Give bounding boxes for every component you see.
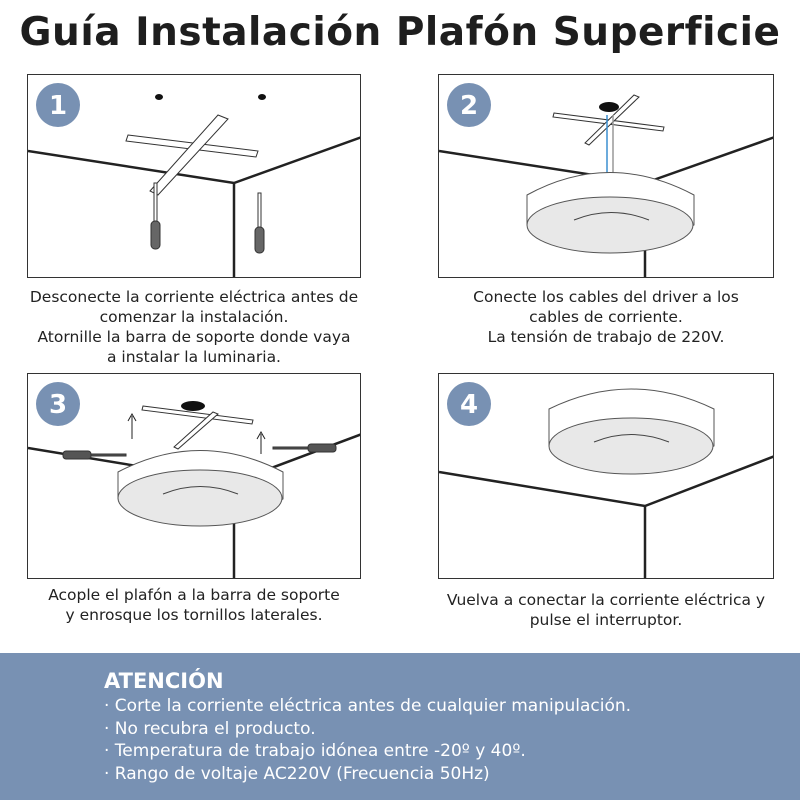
step-2-illustration: 2 (438, 74, 774, 278)
step-number: 1 (49, 91, 67, 121)
caption-line: Acople el plafón a la barra de soporte (48, 586, 340, 604)
caption-line: Desconecte la corriente eléctrica antes … (29, 288, 359, 306)
step-number-badge (36, 382, 80, 426)
room-corner (28, 136, 360, 277)
arrow-up-icon (127, 412, 266, 454)
step-4-caption: Vuelva a conectar la corriente eléctrica… (412, 590, 800, 630)
attention-heading: ATENCIÓN (104, 669, 224, 693)
attention-item: · No recubra el producto. (104, 718, 316, 739)
step-1-illustration: 1 (27, 74, 361, 278)
step-number-badge (36, 83, 80, 127)
attention-item: · Corte la corriente eléctrica antes de … (104, 696, 632, 716)
screwdriver-icon (150, 182, 265, 254)
caption-line: cables de corriente. (529, 308, 683, 326)
caption-line: y enrosque los tornillos laterales. (65, 606, 323, 624)
step-2-caption: Conecte los cables del driver a los cable… (412, 287, 800, 347)
attention-box: ATENCIÓN · Corte la corriente eléctrica … (0, 653, 800, 800)
caption-line: La tensión de trabajo de 220V. (487, 328, 725, 346)
step-number: 4 (460, 390, 478, 420)
caption-line: Vuelva a conectar la corriente eléctrica… (446, 591, 766, 609)
step-number: 3 (49, 390, 67, 420)
step-3-illustration: 3 (27, 373, 361, 579)
caption-line: Conecte los cables del driver a los (473, 288, 739, 306)
ceiling-lamp-icon (117, 450, 284, 527)
step-3-caption: Acople el plafón a la barra de soporte y … (0, 585, 388, 625)
step-number: 2 (460, 91, 478, 121)
step-number-badge (447, 382, 491, 426)
cables-icon (606, 115, 614, 175)
attention-item: · Rango de voltaje AC220V (Frecuencia 50… (104, 763, 490, 784)
caption-line: pulse el interruptor. (529, 611, 683, 629)
caption-line: Atornille la barra de soporte donde vaya (37, 328, 351, 346)
screwdriver-icon (62, 443, 337, 460)
attention-list: · Corte la corriente eléctrica antes de … (104, 695, 631, 785)
ceiling-lamp-icon (548, 388, 715, 475)
caption-line: comenzar la instalación. (99, 308, 289, 326)
support-bar-icon (125, 114, 259, 196)
page-title: Guía Instalación Plafón Superficie (19, 10, 781, 55)
step-4-illustration: 4 (438, 373, 774, 579)
caption-line: a instalar la luminaria. (106, 348, 281, 366)
room-corner (439, 455, 773, 578)
step-1-caption: Desconecte la corriente eléctrica antes … (0, 287, 388, 367)
attention-item: · Temperatura de trabajo idónea entre -2… (104, 741, 526, 761)
ceiling-lamp-icon (526, 172, 695, 254)
step-number-badge (447, 83, 491, 127)
